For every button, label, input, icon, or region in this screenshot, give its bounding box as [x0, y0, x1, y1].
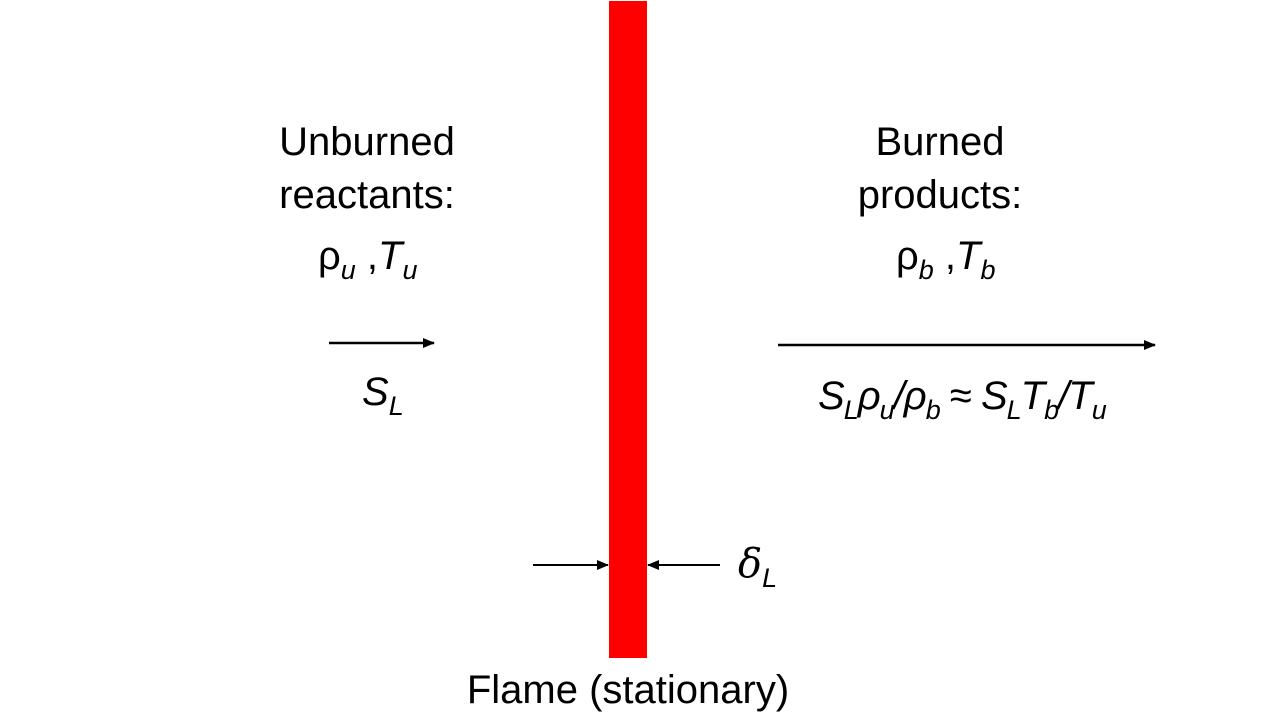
bv-S: S	[818, 374, 845, 418]
flame-speed-subscript: L	[388, 391, 404, 421]
unburned-rho-subscript: u	[340, 255, 356, 285]
burned-title-line2: products:	[857, 173, 1023, 217]
bv-slash2: /	[1058, 374, 1069, 418]
burned-title: Burned products:	[820, 116, 1060, 222]
bv-rho-u-sub: u	[879, 395, 895, 425]
bv-S-sub: L	[843, 395, 859, 425]
flame-thickness-subscript: L	[762, 563, 778, 593]
bv-S2-sub: L	[1006, 395, 1022, 425]
bv-S2: S	[980, 374, 1008, 418]
burned-velocity-label: SLρu/ρb ≈ SLTb/Tu	[818, 374, 1107, 424]
unburned-title: Unburned reactants:	[247, 116, 487, 222]
bv-T2-sub: u	[1091, 395, 1107, 425]
bv-rho-u: ρ	[857, 374, 881, 418]
burned-properties: ρb ,Tb	[896, 234, 996, 284]
bv-approx: ≈	[939, 374, 981, 418]
unburned-properties: ρu ,Tu	[318, 234, 418, 284]
flame-speed-symbol: S	[362, 370, 389, 414]
flame-zone	[609, 1, 647, 658]
unburned-rho-symbol: ρ	[318, 234, 341, 278]
bv-rho-b-sub: b	[925, 395, 941, 425]
unburned-separator: ,	[355, 234, 379, 278]
bv-T1: T	[1020, 374, 1045, 418]
burned-separator: ,	[933, 234, 957, 278]
flame-thickness-label: δL	[738, 541, 777, 592]
burned-temperature-symbol: T	[956, 234, 981, 278]
bv-slash1: /	[893, 374, 905, 418]
burned-rho-symbol: ρ	[896, 234, 919, 278]
burned-rho-subscript: b	[918, 255, 934, 285]
unburned-velocity-label: SL	[362, 370, 404, 420]
bv-rho-b: ρ	[903, 374, 927, 418]
unburned-temperature-subscript: u	[402, 255, 418, 285]
flame-thickness-symbol: δ	[738, 541, 763, 587]
bv-T1-sub: b	[1044, 395, 1059, 425]
unburned-temperature-symbol: T	[378, 234, 403, 278]
flame-caption: Flame (stationary)	[466, 668, 790, 712]
unburned-title-line1: Unburned	[279, 120, 455, 164]
unburned-title-line2: reactants:	[279, 173, 455, 217]
burned-temperature-subscript: b	[980, 255, 996, 285]
bv-T2: T	[1068, 374, 1092, 418]
burned-title-line1: Burned	[875, 120, 1005, 164]
